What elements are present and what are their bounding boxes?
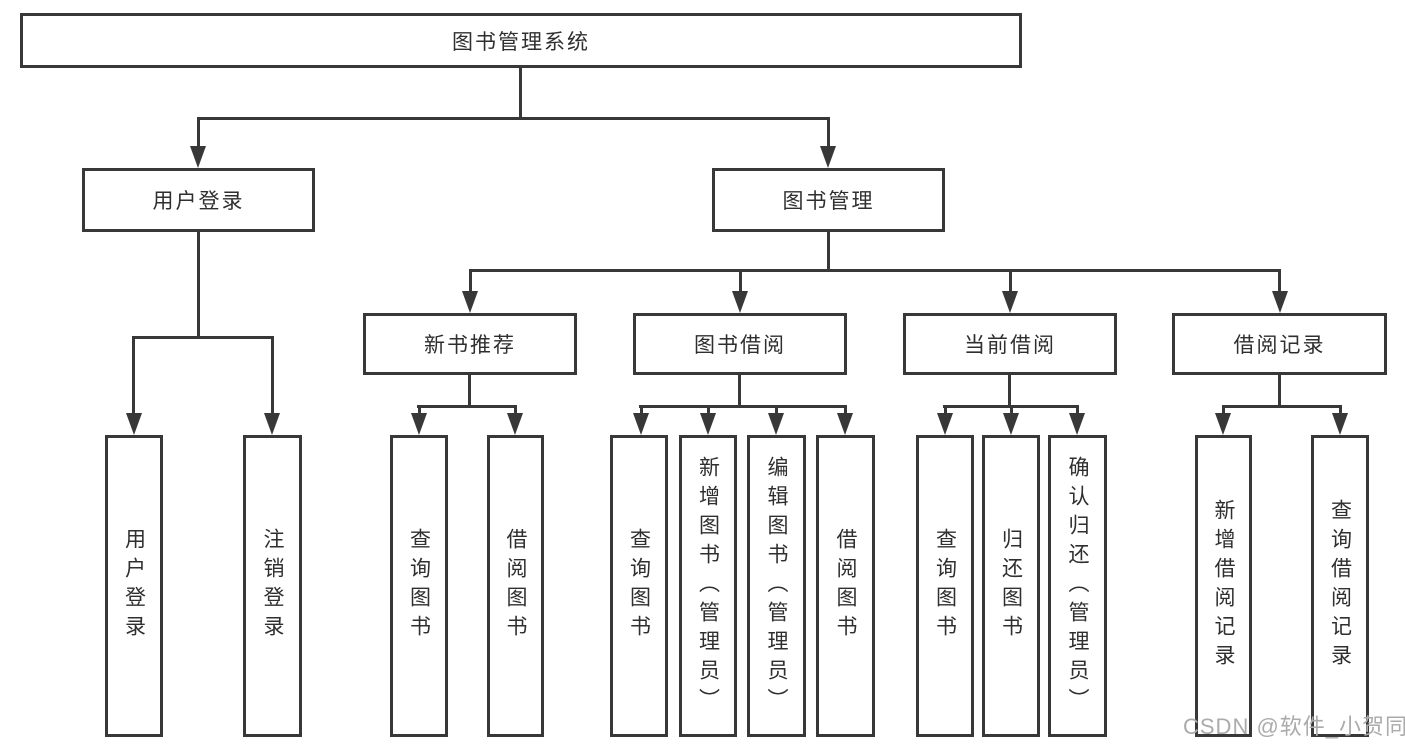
connector-line	[738, 373, 741, 408]
arrowhead-down	[700, 413, 716, 435]
leaf-current-query-books: 查询图书	[916, 435, 974, 737]
connector-line	[775, 405, 778, 415]
connector-line	[944, 405, 947, 415]
connector-line	[469, 269, 1281, 272]
leaf-label: 用户登录	[122, 528, 146, 644]
leaf-borrow-query-books: 查询图书	[610, 435, 668, 737]
arrowhead-down	[1003, 413, 1019, 435]
connector-line	[132, 336, 274, 339]
leaf-records-query-record: 查询借阅记录	[1311, 435, 1369, 737]
connector-line	[1278, 373, 1281, 408]
connector-line	[468, 373, 471, 408]
arrowhead-down	[820, 146, 836, 168]
connector-line	[197, 117, 830, 120]
arrowhead-down	[732, 291, 748, 313]
connector-line	[1076, 405, 1079, 415]
leaf-records-add-record: 新增借阅记录	[1195, 435, 1252, 737]
connector-line	[1222, 405, 1225, 415]
arrowhead-down	[190, 146, 206, 168]
leaf-label: 新增图书（管理员）	[696, 455, 720, 717]
node-label: 借阅记录	[1233, 334, 1326, 357]
arrowhead-down	[1332, 413, 1348, 435]
connector-line	[132, 336, 135, 415]
connector-line	[271, 336, 274, 415]
connector-line	[469, 269, 472, 293]
leaf-label: 注销登录	[261, 528, 284, 644]
arrowhead-down	[768, 413, 784, 435]
arrowhead-down	[462, 291, 478, 313]
leaf-current-return-books: 归还图书	[982, 435, 1040, 737]
leaf-logout: 注销登录	[243, 435, 302, 737]
arrowhead-down	[264, 413, 280, 435]
watermark: CSDN @软件_小贺同学	[1183, 714, 1405, 739]
leaf-label: 查询图书	[627, 528, 651, 644]
node-user-login: 用户登录	[82, 168, 315, 232]
arrowhead-down	[937, 413, 953, 435]
arrowhead-down	[1002, 291, 1018, 313]
connector-line	[739, 269, 742, 293]
arrowhead-down	[507, 413, 523, 435]
node-label: 当前借阅	[964, 334, 1056, 357]
connector-line	[514, 405, 517, 415]
arrowhead-down	[633, 413, 649, 435]
leaf-label: 编辑图书（管理员）	[765, 455, 788, 717]
connector-line	[1222, 405, 1342, 408]
leaf-user-login: 用户登录	[105, 435, 163, 737]
node-book-borrow: 图书借阅	[633, 313, 847, 375]
leaf-label: 查询借阅记录	[1328, 499, 1352, 673]
connector-line	[519, 66, 522, 120]
connector-line	[1010, 405, 1013, 415]
connector-line	[417, 405, 517, 408]
connector-line	[827, 117, 830, 149]
node-root-label: 图书管理系统	[452, 30, 590, 54]
leaf-borrow-edit-books-admin: 编辑图书（管理员）	[747, 435, 806, 737]
leaf-current-confirm-return-admin: 确认归还（管理员）	[1048, 435, 1107, 737]
connector-line	[418, 405, 421, 415]
arrowhead-down	[837, 413, 853, 435]
connector-line	[1009, 269, 1012, 293]
leaf-label: 查询图书	[933, 528, 957, 644]
leaf-newbooks-borrow-books: 借阅图书	[487, 435, 544, 737]
connector-line	[1339, 405, 1342, 415]
connector-line	[844, 405, 847, 415]
connector-line	[707, 405, 710, 415]
leaf-label: 新增借阅记录	[1212, 499, 1235, 673]
leaf-label: 确认归还（管理员）	[1066, 455, 1089, 717]
node-label: 新书推荐	[424, 334, 516, 357]
arrowhead-down	[411, 413, 427, 435]
leaf-newbooks-query-books: 查询图书	[390, 435, 448, 737]
node-new-book-recommend: 新书推荐	[363, 313, 577, 375]
connector-line	[640, 405, 643, 415]
leaf-label: 查询图书	[407, 528, 431, 644]
node-label: 用户登录	[152, 190, 245, 213]
arrowhead-down	[1069, 413, 1085, 435]
node-borrow-records: 借阅记录	[1172, 313, 1387, 375]
arrowhead-down	[126, 413, 142, 435]
node-label: 图书管理	[782, 190, 875, 213]
leaf-label: 借阅图书	[504, 528, 527, 644]
node-root: 图书管理系统	[20, 13, 1022, 68]
arrowhead-down	[1272, 291, 1288, 313]
connector-line	[197, 117, 200, 149]
node-current-borrow: 当前借阅	[903, 313, 1117, 375]
leaf-label: 归还图书	[999, 528, 1023, 644]
connector-line	[1278, 269, 1281, 293]
connector-line	[197, 230, 200, 339]
leaf-label: 借阅图书	[834, 528, 857, 644]
connector-line	[1008, 373, 1011, 408]
connector-line	[827, 230, 830, 272]
arrowhead-down	[1215, 413, 1231, 435]
leaf-borrow-add-books-admin: 新增图书（管理员）	[679, 435, 737, 737]
leaf-borrow-borrow-books: 借阅图书	[816, 435, 875, 737]
connector-line	[639, 405, 847, 408]
node-book-management: 图书管理	[712, 168, 945, 232]
node-label: 图书借阅	[694, 334, 786, 357]
